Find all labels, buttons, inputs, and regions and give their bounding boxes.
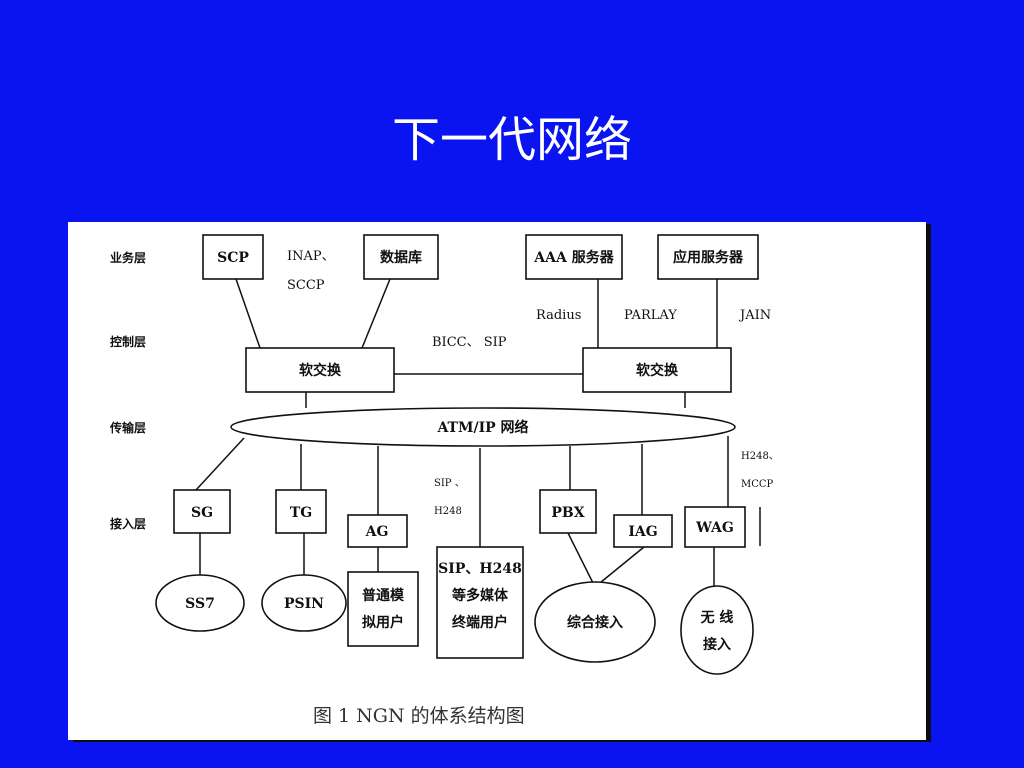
analog-user-box: [347, 571, 419, 647]
layer-label-access: 接入层: [110, 516, 146, 531]
ag-label: AG: [365, 524, 389, 540]
iag-label: IAG: [628, 524, 657, 540]
atm-ip-network-label: ATM/IP 网络: [436, 419, 528, 436]
protocol-parlay: PARLAY: [624, 308, 677, 323]
iag-box: [613, 514, 673, 548]
tg-box: [275, 489, 327, 534]
ngn-architecture-diagram: 业务层 控制层 传输层 接入层: [109, 234, 779, 727]
sg-label: SG: [191, 505, 213, 521]
link-pbx-integrated: [567, 532, 596, 588]
link-network-sg: [195, 437, 245, 491]
aaa-server-label: AAA 服务器: [533, 249, 614, 266]
protocol-sip: SIP 、: [434, 478, 465, 489]
scp-label: SCP: [217, 250, 249, 266]
ag-box: [347, 514, 408, 548]
ss7-ellipse: [155, 574, 245, 632]
protocol-inap: INAP、: [287, 249, 335, 264]
tg-label: TG: [290, 505, 312, 521]
aaa-server-box: [525, 234, 623, 280]
multimedia-user-line3: 终端用户: [452, 614, 508, 631]
pbx-label: PBX: [551, 505, 584, 521]
layer-label-service: 业务层: [110, 250, 146, 265]
protocol-h248: H248: [434, 506, 462, 517]
softswitch-right-box: [582, 347, 732, 393]
ss7-label: SS7: [185, 596, 215, 612]
softswitch-right-label: 软交换: [636, 362, 679, 379]
multimedia-user-box: [436, 546, 524, 659]
protocol-mccp: MCCP: [741, 479, 774, 490]
softswitch-left-box: [245, 347, 395, 393]
analog-user-line1: 普通模: [362, 587, 405, 604]
figure-caption: 图 1 NGN 的体系结构图: [313, 705, 525, 727]
connector-lines: [195, 278, 761, 588]
layer-label-control: 控制层: [110, 334, 146, 349]
protocol-jain: JAIN: [738, 308, 771, 323]
wag-label: WAG: [695, 520, 734, 536]
sg-box: [173, 489, 231, 534]
protocol-radius: Radius: [536, 308, 581, 323]
multimedia-user-line2: 等多媒体: [452, 587, 509, 604]
softswitch-left-label: 软交换: [299, 362, 342, 379]
protocol-h248-right: H248、: [741, 451, 779, 462]
multimedia-user-line1: SIP、H248: [438, 561, 522, 577]
database-label: 数据库: [380, 249, 422, 266]
wag-box: [684, 506, 746, 548]
link-iag-integrated: [594, 546, 645, 588]
figure-panel: 业务层 控制层 传输层 接入层: [68, 222, 926, 740]
app-server-box: [657, 234, 759, 280]
analog-user-line2: 拟用户: [362, 614, 404, 631]
wireless-access-ellipse: [680, 585, 754, 675]
slide-title: 下一代网络: [391, 112, 632, 168]
psin-ellipse: [261, 574, 347, 632]
integrated-access-ellipse: [534, 581, 656, 663]
protocol-sccp: SCCP: [287, 278, 325, 293]
integrated-access-label: 综合接入: [567, 614, 623, 631]
wireless-access-line2: 接入: [703, 636, 731, 653]
wireless-access-line1: 无 线: [700, 609, 734, 626]
database-box: [363, 234, 439, 280]
layer-label-transport: 传输层: [109, 420, 146, 435]
pbx-box: [539, 489, 597, 534]
link-scp-softswitch: [235, 278, 261, 349]
scp-box: [202, 234, 264, 280]
psin-label: PSIN: [284, 596, 324, 612]
protocol-bicc-sip: BICC、 SIP: [432, 335, 507, 350]
atm-ip-network-ellipse: [230, 407, 736, 447]
link-database-softswitch: [361, 278, 391, 349]
app-server-label: 应用服务器: [673, 249, 744, 266]
